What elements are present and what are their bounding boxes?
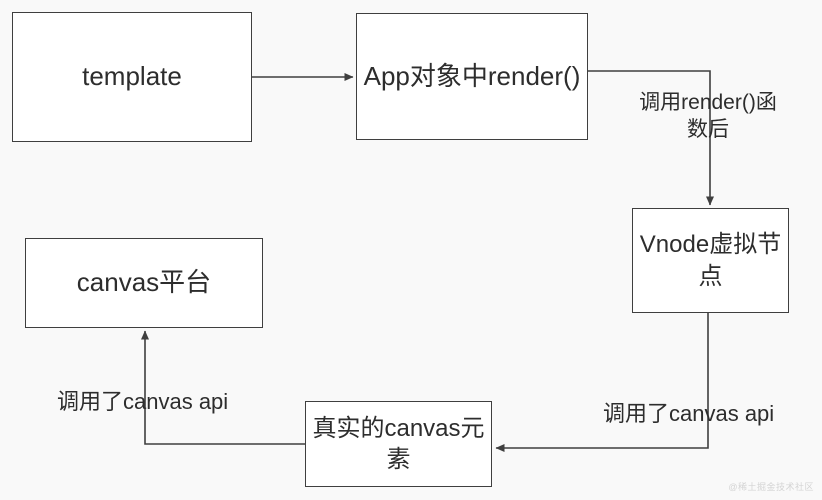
- node-app-render: App对象中render(): [356, 13, 588, 140]
- watermark: @稀土掘金技术社区: [728, 482, 814, 492]
- node-real-canvas-label: 真实的canvas元素: [312, 414, 485, 473]
- edge-label-real-to-platform: 调用了canvas api: [57, 389, 229, 414]
- node-vnode-label: Vnode虚拟节点: [639, 231, 782, 290]
- arrow-app-to-vnode: [588, 70, 714, 206]
- node-template: template: [12, 12, 252, 142]
- node-canvas-platform: canvas平台: [25, 238, 263, 328]
- node-vnode: Vnode虚拟节点: [632, 208, 789, 313]
- arrow-vnode-to-real-canvas: [495, 313, 709, 452]
- arrow-real-canvas-to-platform: [141, 330, 305, 445]
- node-real-canvas: 真实的canvas元素: [305, 401, 492, 487]
- edge-label-vnode-to-real: 调用了canvas api: [603, 401, 775, 426]
- node-app-render-label: App对象中render(): [363, 60, 581, 91]
- node-template-label: template: [82, 61, 182, 92]
- node-canvas-platform-label: canvas平台: [76, 267, 212, 298]
- edge-label-after-render: 调用render()函数后: [639, 91, 777, 142]
